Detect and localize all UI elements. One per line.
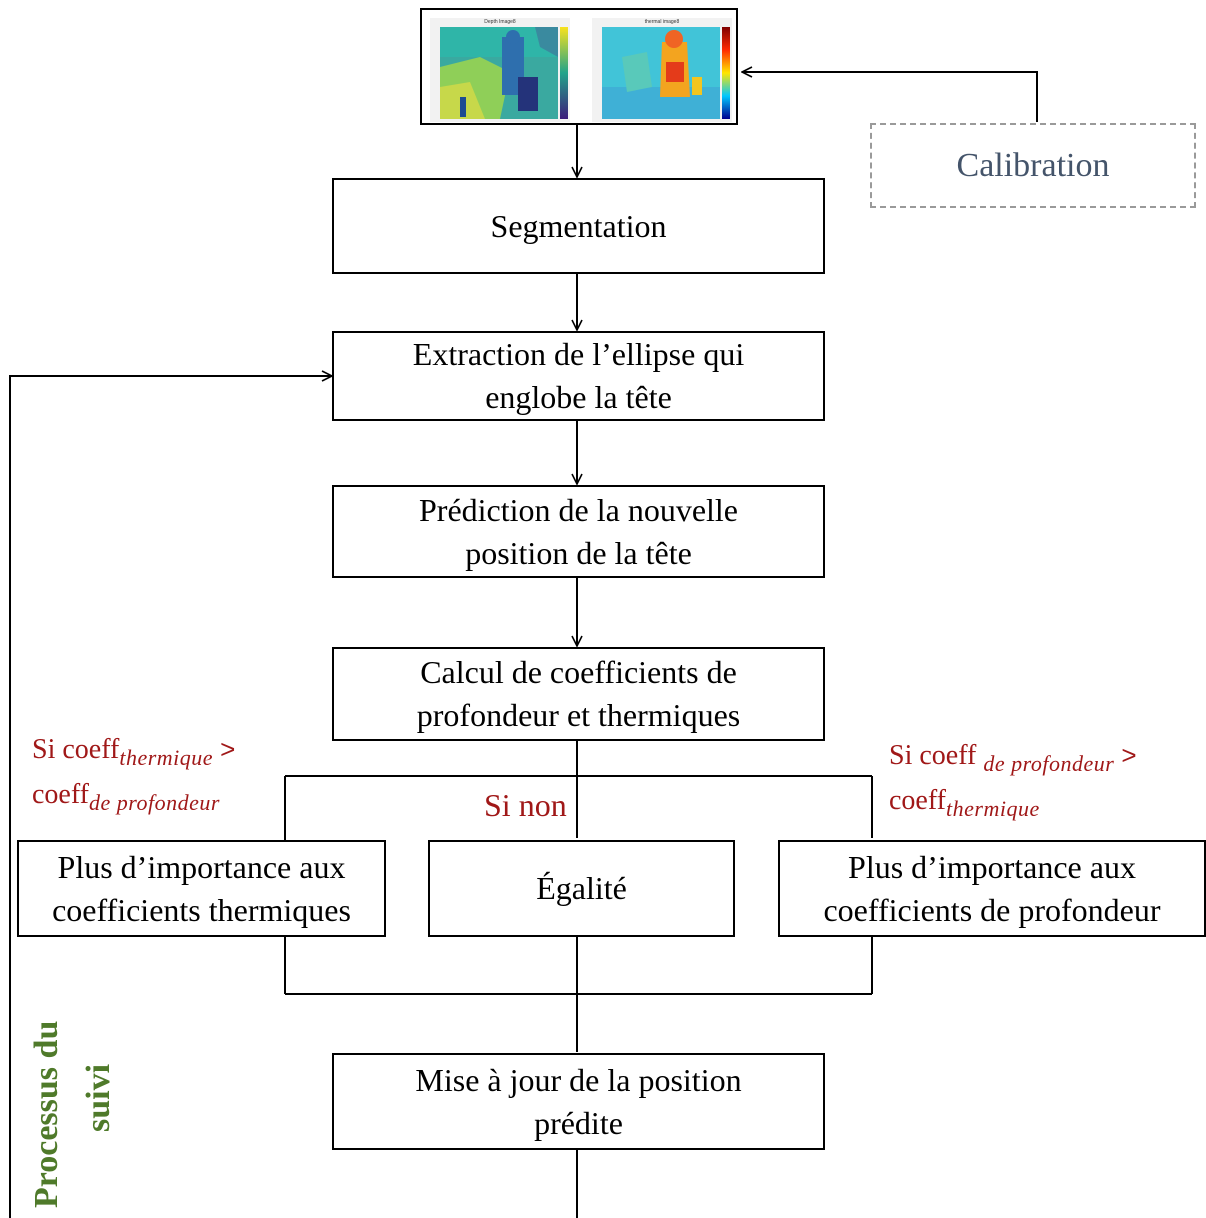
extraction-box: Extraction de l’ellipse qui englobe la t… (332, 331, 825, 421)
condition-left-prefix: Si coeff (32, 734, 120, 765)
depth-image (440, 27, 558, 119)
prediction-label-line1: Prédiction de la nouvelle (418, 491, 738, 528)
update-box: Mise à jour de la position prédite (332, 1053, 825, 1150)
condition-right: Si coeff de profondeur > coeffthermique (889, 733, 1137, 824)
calibration-label: Calibration (956, 146, 1110, 184)
left-branch-label-line1: Plus d’importance aux (57, 848, 346, 885)
depth-colorbar (560, 27, 568, 119)
left-branch-label-line2: coefficients thermiques (52, 891, 351, 928)
calibration-box: Calibration (870, 123, 1196, 208)
depth-image-plot: Depth Image8 (430, 18, 570, 122)
right-branch-label-line2: coefficients de profondeur (823, 891, 1161, 928)
condition-right-line2: coeff (889, 785, 946, 816)
condition-right-subscript: de profondeur (983, 751, 1115, 776)
extraction-label-line1: Extraction de l’ellipse qui (412, 336, 745, 372)
condition-middle: Si non (484, 787, 567, 823)
segmentation-label: Segmentation (490, 207, 667, 244)
thermal-colorbar (722, 27, 730, 119)
condition-right-operator: > (1121, 740, 1137, 770)
side-label-processus-du-suivi: Processus du suivi (20, 990, 120, 1210)
condition-left-subscript: thermique (119, 745, 214, 770)
prediction-label-line2: position de la tête (465, 534, 692, 571)
right-branch-box: Plus d’importance aux coefficients de pr… (778, 840, 1206, 937)
side-label-line1: Processus du (28, 1020, 65, 1208)
right-branch-label-line1: Plus d’importance aux (848, 848, 1136, 885)
condition-left-operator: > (220, 734, 236, 764)
thermal-image (602, 27, 720, 119)
update-label-line1: Mise à jour de la position (415, 1061, 742, 1098)
calcul-box: Calcul de coefficients de profondeur et … (332, 647, 825, 741)
condition-left-line2: coeff (32, 779, 89, 810)
condition-left: Si coeffthermique > coeffde profondeur (32, 727, 235, 818)
thermal-image-title: thermal image8 (644, 19, 680, 25)
extraction-label-line2: englobe la tête (485, 379, 672, 415)
calcul-label-line2: profondeur et thermiques (416, 697, 741, 733)
update-label-line2: prédite (534, 1104, 623, 1141)
arrow-calibration-to-image (742, 72, 1038, 122)
segmentation-box: Segmentation (332, 178, 825, 274)
prediction-box: Prédiction de la nouvelle position de la… (332, 485, 825, 578)
arrow-feedback-loop (9, 376, 332, 1218)
condition-right-subscript2: thermique (946, 796, 1040, 821)
condition-right-prefix: Si coeff (889, 740, 977, 771)
left-branch-box: Plus d’importance aux coefficients therm… (17, 840, 386, 937)
condition-left-subscript2: de profondeur (89, 790, 220, 815)
input-images-thumbnail: Depth Image8 thermal image8 (420, 8, 738, 125)
calcul-label-line1: Calcul de coefficients de (420, 654, 737, 690)
middle-branch-label: Égalité (536, 870, 627, 906)
middle-branch-box: Égalité (428, 840, 735, 937)
side-label-line2: suivi (80, 1063, 117, 1132)
thermal-image-plot: thermal image8 (592, 18, 732, 122)
depth-image-title: Depth Image8 (484, 19, 516, 25)
